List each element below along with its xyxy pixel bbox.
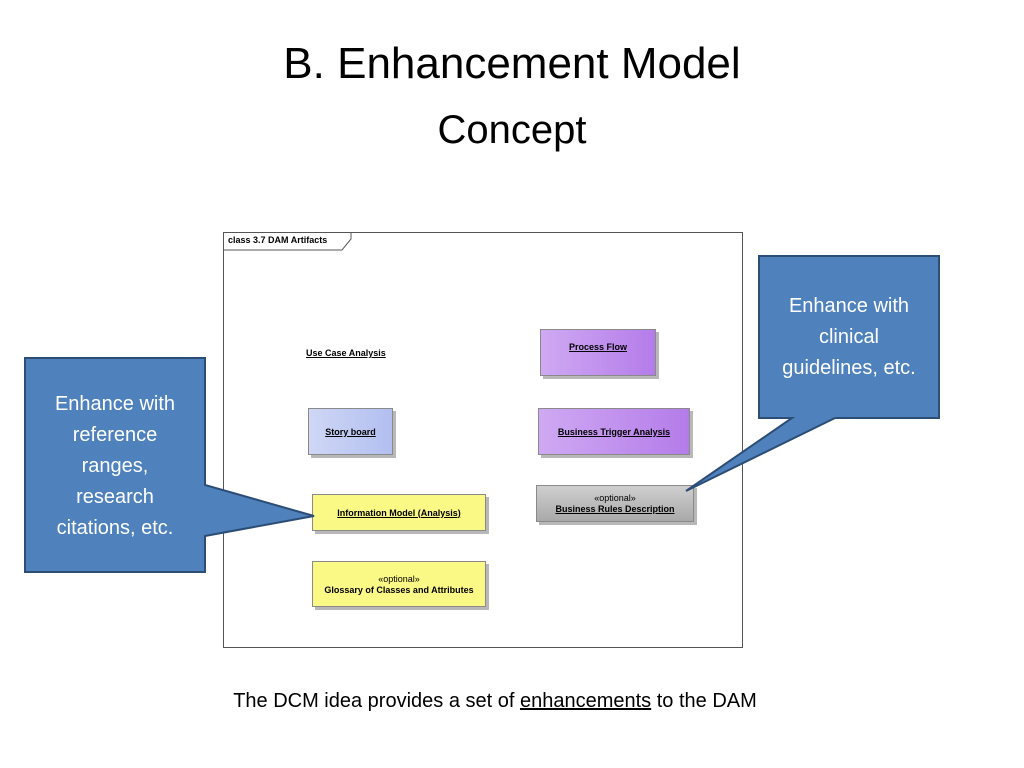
left-callout-line: citations, etc. — [56, 517, 174, 539]
left-callout-line: research — [76, 486, 154, 508]
slide-title: B. Enhancement Model — [283, 39, 741, 88]
enhancements-link[interactable]: enhancements — [519, 690, 652, 712]
right-callout-line: Enhance with — [788, 295, 910, 317]
footer-prefix: The DCM idea provides a set of — [233, 690, 520, 712]
left-callout-line: ranges, — [81, 455, 149, 477]
right-callout-shape — [685, 255, 940, 492]
footer-caption: The DCM idea provides a set of enhanceme… — [0, 690, 990, 713]
right-callout-text: Enhance with clinical guidelines, etc. — [759, 291, 939, 384]
business-rules-stereotype: «optional» — [594, 493, 636, 503]
frame-tag: class 3.7 DAM Artifacts — [224, 233, 352, 251]
uml-frame: class 3.7 DAM Artifacts Use Case Analysi… — [223, 232, 743, 648]
use-case-analysis-label[interactable]: Use Case Analysis — [306, 348, 386, 358]
story-board-package[interactable]: Story board — [308, 408, 393, 455]
right-callout-line: clinical — [818, 326, 880, 348]
business-rules-package[interactable]: «optional» Business Rules Description — [536, 485, 694, 522]
right-callout-line: guidelines, etc. — [782, 357, 916, 379]
business-trigger-package[interactable]: Business Trigger Analysis — [538, 408, 690, 455]
business-trigger-label: Business Trigger Analysis — [557, 426, 671, 437]
left-callout-line: Enhance with — [54, 393, 176, 415]
left-callout-text: Enhance with reference ranges, research … — [25, 389, 205, 544]
business-rules-label: Business Rules Description — [555, 504, 675, 514]
glossary-stereotype: «optional» — [378, 573, 420, 584]
footer-suffix: to the DAM — [651, 690, 757, 712]
story-board-label: Story board — [325, 426, 376, 437]
frame-label: class 3.7 DAM Artifacts — [228, 235, 328, 245]
glossary-label: Glossary of Classes and Attributes — [324, 584, 474, 595]
information-model-package[interactable]: Information Model (Analysis) — [312, 494, 486, 531]
glossary-package[interactable]: «optional» Glossary of Classes and Attri… — [312, 561, 486, 607]
process-flow-package[interactable]: Process Flow — [540, 329, 656, 376]
left-callout-shape — [24, 357, 315, 573]
process-flow-label: Process Flow — [568, 342, 628, 352]
information-model-label: Information Model (Analysis) — [337, 507, 461, 518]
left-callout-line: reference — [72, 424, 158, 446]
slide-subtitle: Concept — [437, 108, 587, 152]
